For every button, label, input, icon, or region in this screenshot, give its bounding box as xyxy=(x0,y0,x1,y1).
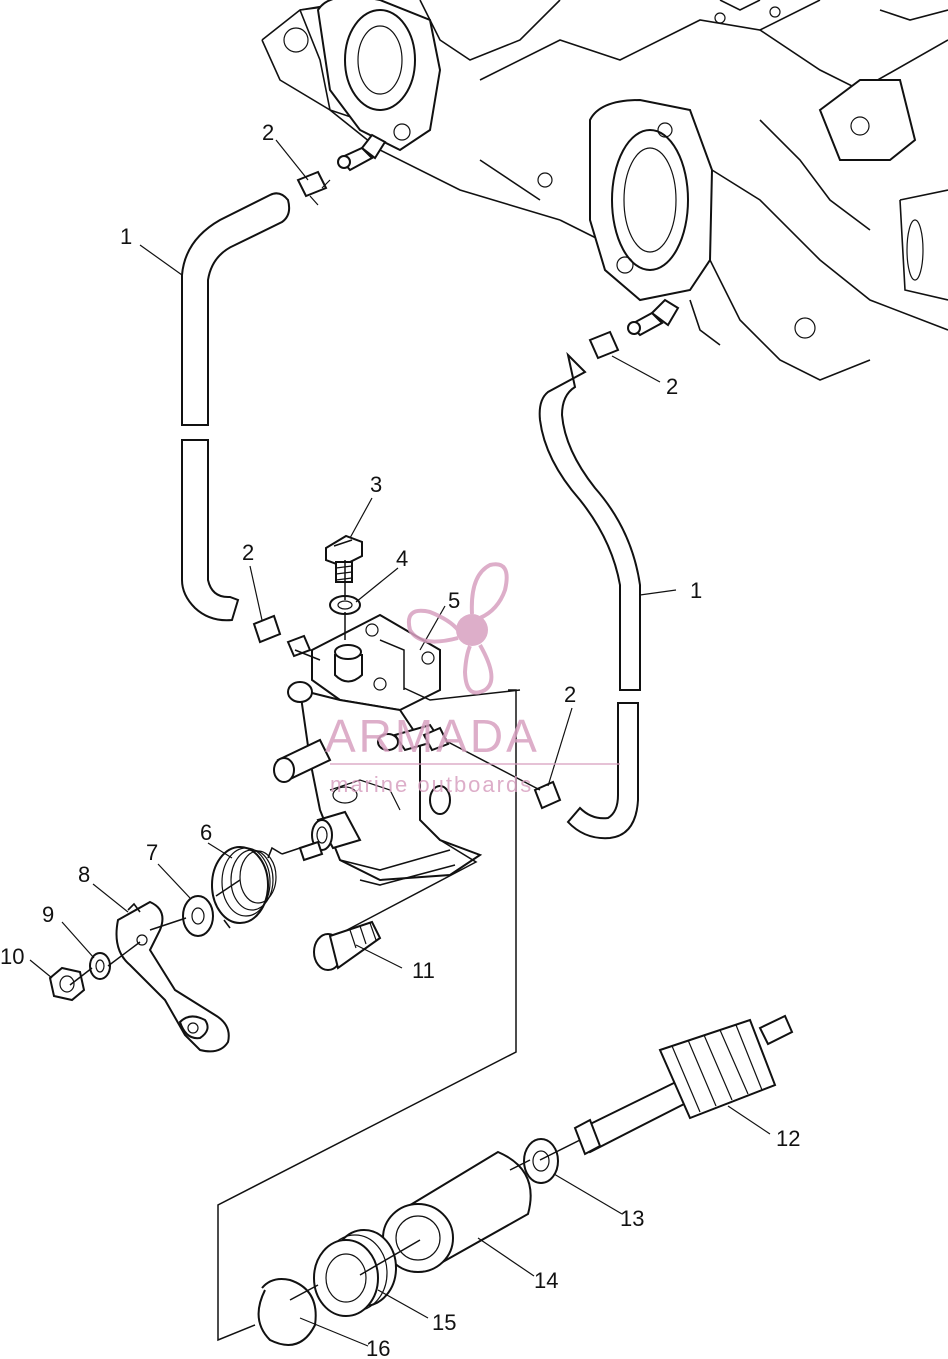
callout-2-mid-right: 2 xyxy=(564,682,576,707)
lever-part-8 xyxy=(115,900,230,1053)
screw-part-11 xyxy=(313,920,382,971)
callout-labels: 1 1 2 2 2 2 3 4 5 6 7 8 9 10 11 12 13 14… xyxy=(0,120,800,1359)
clamp-mid-right xyxy=(533,780,562,810)
engine-block xyxy=(261,0,948,381)
spring-part-6 xyxy=(211,846,283,929)
callout-16: 16 xyxy=(366,1336,390,1359)
circlip-part-16 xyxy=(257,1278,317,1346)
callout-2-top-left: 2 xyxy=(262,120,274,145)
nut-part-10 xyxy=(48,966,86,1002)
washer-part-9 xyxy=(89,952,111,980)
hose-right-lower xyxy=(566,702,639,840)
callout-1-left: 1 xyxy=(120,224,132,249)
callout-15: 15 xyxy=(432,1310,456,1335)
callout-4: 4 xyxy=(396,546,408,571)
pump-outlet-fittings xyxy=(286,634,450,752)
callout-9: 9 xyxy=(42,902,54,927)
callout-10: 10 xyxy=(0,944,24,969)
washer-part-7 xyxy=(182,895,214,937)
propeller-logo-icon xyxy=(407,562,509,695)
watermark: ARMADA marine outboards xyxy=(325,562,620,797)
assembly-lines xyxy=(69,560,581,1342)
callout-8: 8 xyxy=(78,862,90,887)
oil-pump-body xyxy=(273,613,483,886)
hose-left-lower xyxy=(181,439,240,622)
callout-2-mid-left: 2 xyxy=(242,540,254,565)
bolt-part-3 xyxy=(325,534,363,583)
callout-5: 5 xyxy=(448,588,460,613)
callout-7: 7 xyxy=(146,840,158,865)
callout-11: 11 xyxy=(412,958,435,983)
gear-shaft-part-12 xyxy=(573,1014,794,1156)
clamp-top-right xyxy=(588,330,620,360)
callout-1-right: 1 xyxy=(690,578,702,603)
callout-2-top-right: 2 xyxy=(666,374,678,399)
engine-fitting-right xyxy=(627,298,680,337)
callout-14: 14 xyxy=(534,1268,558,1293)
clamp-top-left xyxy=(296,170,331,206)
hose-right-upper xyxy=(538,351,641,691)
clamp-mid-left xyxy=(252,614,282,644)
callout-6: 6 xyxy=(200,820,212,845)
callout-3: 3 xyxy=(370,472,382,497)
seal-part-15 xyxy=(313,1229,397,1317)
callout-13: 13 xyxy=(620,1206,644,1231)
bushing-part-14 xyxy=(382,1150,532,1273)
hose-left-upper xyxy=(181,192,291,426)
callout-12: 12 xyxy=(776,1126,800,1151)
engine-fitting-left xyxy=(337,133,387,172)
watermark-brand: ARMADA xyxy=(325,710,540,762)
leader-lines xyxy=(29,139,771,1347)
watermark-tagline: marine outboards xyxy=(330,772,533,797)
washer-part-13 xyxy=(523,1138,559,1184)
